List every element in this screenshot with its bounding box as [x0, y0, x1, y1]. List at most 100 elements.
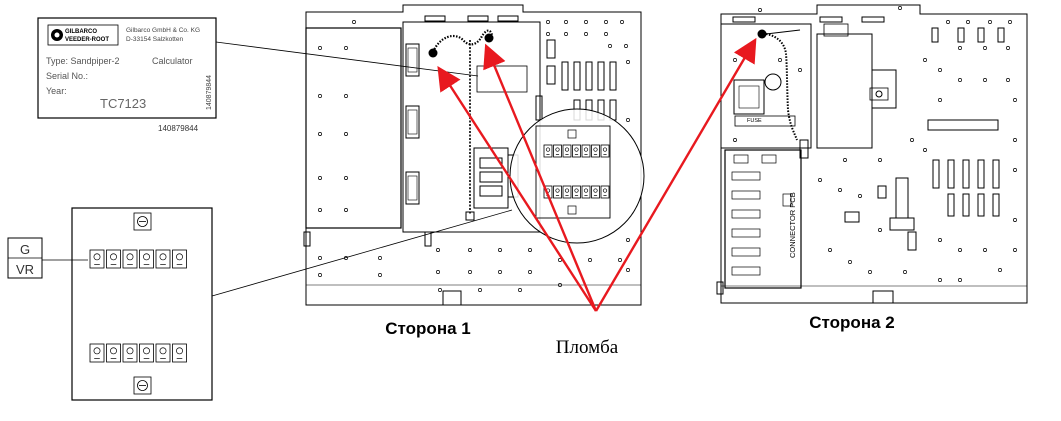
gvr-box: G VR	[7, 237, 43, 279]
arrow-to-seal-2	[483, 43, 598, 312]
caption-seal: Пломба	[556, 337, 619, 358]
hole-icon	[528, 248, 532, 252]
terminal-icon	[600, 185, 610, 199]
hole-icon	[988, 20, 992, 24]
seal-icon	[428, 48, 438, 58]
label-leader-line	[215, 41, 479, 77]
hole-icon	[378, 256, 382, 260]
terminal-icon	[600, 144, 610, 158]
hole-icon	[983, 248, 987, 252]
terminal-icon	[106, 343, 121, 363]
hole-icon	[923, 58, 927, 62]
hole-icon	[858, 194, 862, 198]
hole-icon	[946, 20, 950, 24]
terminal-icon	[172, 249, 187, 269]
type-value: Calculator	[152, 56, 193, 66]
hole-icon	[604, 32, 608, 36]
hole-icon	[624, 44, 628, 48]
hole-icon	[843, 158, 847, 162]
magnifier-circle	[509, 108, 645, 244]
fuse-label: FUSE	[747, 118, 762, 124]
hole-icon	[584, 32, 588, 36]
terminal-icon	[572, 185, 581, 199]
caption-side1: Сторона 1	[385, 319, 470, 338]
terminal-icon	[155, 343, 171, 363]
terminal-icon	[89, 343, 105, 363]
zoom-panel	[71, 207, 213, 401]
hole-icon	[344, 176, 348, 180]
hole-icon	[1008, 20, 1012, 24]
company-line1: Gilbarco GmbH & Co. KG	[126, 27, 200, 34]
connector-row-bottom	[89, 343, 187, 363]
seal-icon	[757, 29, 767, 39]
hole-icon	[938, 98, 942, 102]
hole-icon	[604, 20, 608, 24]
hole-icon	[878, 228, 882, 232]
side1-mounting-holes	[318, 20, 630, 292]
hole-icon	[1013, 248, 1017, 252]
hole-icon	[1013, 98, 1017, 102]
screw-icon	[133, 212, 152, 231]
hole-icon	[438, 288, 442, 292]
terminal-icon	[543, 144, 553, 158]
terminal-icon	[581, 185, 591, 199]
handwritten-code: TC7123	[100, 96, 146, 111]
hole-icon	[778, 58, 782, 62]
hole-icon	[378, 273, 382, 277]
hole-icon	[344, 94, 348, 98]
hole-icon	[620, 20, 624, 24]
hole-icon	[958, 46, 962, 50]
gvr-line1: G	[20, 242, 30, 257]
zoom-leader-line	[211, 209, 513, 297]
terminal-icon	[122, 343, 138, 363]
hole-icon	[958, 78, 962, 82]
hole-icon	[318, 46, 322, 50]
connector-row-top	[89, 249, 187, 269]
hole-icon	[344, 46, 348, 50]
terminal-icon	[562, 185, 572, 199]
hole-icon	[758, 8, 762, 12]
seal-arrows	[437, 37, 757, 312]
arrow-to-seal-1	[437, 65, 598, 312]
hole-icon	[1006, 46, 1010, 50]
terminal-icon	[155, 249, 171, 269]
side2-board	[716, 4, 1028, 304]
terminal-icon	[591, 144, 600, 158]
hole-icon	[344, 208, 348, 212]
hole-icon	[318, 256, 322, 260]
hole-icon	[923, 148, 927, 152]
terminal-icon	[139, 249, 154, 269]
hole-icon	[478, 288, 482, 292]
magnifier-row-bottom	[543, 185, 610, 199]
serial-label: Serial No.:	[46, 71, 88, 81]
hole-icon	[798, 68, 802, 72]
hole-icon	[868, 270, 872, 274]
side-serial-number: 140879844	[206, 75, 213, 110]
bottom-serial-number: 140879844	[158, 124, 199, 133]
hole-icon	[910, 138, 914, 142]
hole-icon	[608, 44, 612, 48]
gilbarco-logo-icon: GILBARCO VEEDER-ROOT	[47, 24, 119, 46]
brand-line1: GILBARCO	[65, 29, 97, 35]
hole-icon	[848, 260, 852, 264]
label-plate: GILBARCO VEEDER-ROOT Gilbarco GmbH & Co.…	[37, 17, 217, 133]
year-label: Year:	[46, 86, 67, 96]
hole-icon	[898, 6, 902, 10]
hole-icon	[983, 78, 987, 82]
hole-icon	[318, 132, 322, 136]
gvr-line2: VR	[16, 262, 34, 277]
hole-icon	[958, 278, 962, 282]
hole-icon	[436, 248, 440, 252]
terminal-icon	[106, 249, 121, 269]
terminal-icon	[172, 343, 187, 363]
hole-icon	[558, 283, 562, 287]
hole-icon	[938, 278, 942, 282]
type-label: Type: Sandpiper-2	[46, 56, 120, 66]
side1-seal-wire	[428, 29, 494, 221]
hole-icon	[878, 158, 882, 162]
screw-icon	[133, 376, 152, 395]
hole-icon	[564, 20, 568, 24]
terminal-icon	[553, 144, 562, 158]
hole-icon	[828, 248, 832, 252]
connector-pcb-label: CONNECTOR PCB	[788, 192, 797, 258]
